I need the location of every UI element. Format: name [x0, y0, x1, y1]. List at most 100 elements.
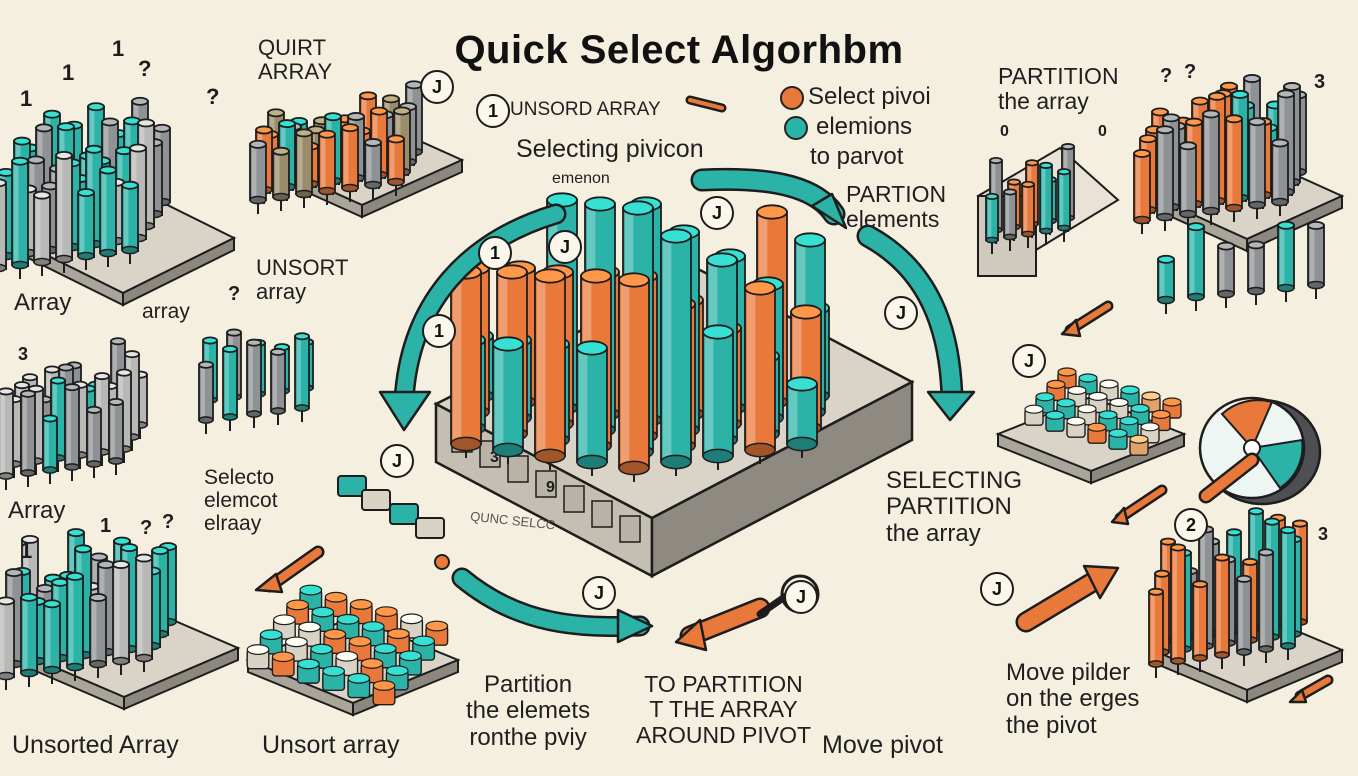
arrow-double-left-head: [254, 572, 284, 594]
cylinders-cage-cylinder-base: [985, 236, 999, 244]
center-cylinder-cap: [534, 268, 566, 284]
cylinders-top-left-cylinder-cap: [137, 118, 155, 128]
digit-question-f: ?: [1160, 65, 1172, 87]
cylinders-top-right-cylinder-base: [1179, 209, 1197, 219]
center-cylinder: [534, 268, 566, 470]
arrow-orange-bottom: [674, 597, 771, 652]
arrow-curve-top-head: [810, 192, 848, 230]
cubes-right-cube-top: [1099, 379, 1119, 389]
cylinders-mid-left-cylinder-base: [20, 469, 36, 477]
label-unsort-array: UNSORT array: [256, 255, 349, 305]
cylinders-quirt-cylinder-shine: [298, 135, 303, 191]
arrow-double-right-lower-shaft: [1117, 487, 1165, 521]
cylinders-bottom-right-cylinder-cap: [1264, 517, 1280, 526]
cylinders-mid-left-cylinder-cap: [58, 363, 74, 372]
cubes-right-cube-top: [1120, 385, 1140, 395]
label-elemions: elemions: [816, 113, 913, 140]
digit-three-a: 3: [18, 344, 28, 364]
cylinders-right-mid-cylinder-base: [1217, 289, 1235, 299]
cylinders-quirt-cylinder-cap: [341, 123, 359, 133]
cylinders-top-left-cylinder-cap: [121, 180, 139, 190]
cylinders-mid-left-cylinder-cap: [64, 383, 80, 392]
cylinders-bottom-right-cylinder-cap: [1154, 569, 1170, 578]
arrow-orange-right: [1015, 564, 1120, 633]
digit-question-d: ?: [140, 517, 152, 539]
cylinders-top-left-cylinder: [121, 180, 139, 264]
label-unsord-array: UNSORD ARRAY: [510, 99, 661, 120]
label-array-left: Array: [14, 289, 72, 316]
cylinders-right-mid-cylinder: [1277, 220, 1295, 302]
label-selecting-partition: SELECTING PARTITION the array: [886, 467, 1023, 547]
cylinders-mid-center-cylinder: [270, 347, 286, 425]
badge-1-unsord: 1: [476, 94, 510, 128]
platform-top-right-side-right: [1246, 194, 1343, 253]
cylinders-top-left-cylinder-body: [0, 181, 7, 269]
center-cylinder-body: [534, 275, 566, 457]
cylinders-bottom-right-cylinder: [1258, 548, 1274, 663]
cubes-bottom-cube-top: [323, 628, 347, 640]
cylinders-mid-left-cylinder-shine: [1, 394, 5, 473]
platform-center-slot: [507, 455, 529, 483]
cubes-right-cube-top: [1119, 416, 1139, 426]
cylinders-top-right-cylinder-cap: [1202, 109, 1220, 119]
cylinders-cage-cylinder: [1039, 161, 1053, 245]
cylinders-bottom-right-cylinder-base: [1280, 642, 1296, 650]
cylinders-bottom-right-cylinder-cap: [1226, 528, 1242, 537]
arrow-curve-right: [856, 224, 976, 422]
cylinders-mid-center-cylinder-shine: [273, 354, 277, 408]
cylinders-bottom-right-cylinder-cap: [1148, 587, 1164, 596]
badge-1-upper-left: 1: [478, 236, 512, 270]
cubes-bottom-cube-top: [298, 621, 322, 633]
cylinders-top-right-cylinder-cap: [1185, 117, 1203, 127]
cylinders-mid-center-cylinder: [294, 332, 310, 422]
cylinders-top-right-cylinder: [1248, 117, 1266, 219]
cylinders-mid-left-cylinder-cap: [50, 376, 66, 385]
cylinders-right-mid-cylinder-shine: [1280, 228, 1285, 285]
cylinders-quirt-cylinder-base: [387, 177, 405, 187]
cylinders-quirt-cylinder-cap: [267, 108, 285, 118]
center-cylinder-shine: [579, 351, 588, 459]
legend-dot-orange: [780, 86, 804, 110]
center-cylinder-cap: [794, 232, 826, 248]
cylinders-right-mid-cylinder-shine: [1190, 229, 1195, 294]
cylinders-bottom-left-cylinder-base: [135, 653, 153, 663]
cylinders-top-right-cylinder-base: [1225, 203, 1243, 213]
pivot-dot-bottom: [434, 554, 450, 570]
cylinders-mid-left-cylinder-cap: [22, 373, 38, 382]
cylinders-right-mid-cylinder-base: [1307, 280, 1325, 290]
cylinders-quirt-cylinder-base: [318, 186, 336, 196]
cylinders-top-left-cylinder-base: [99, 248, 117, 258]
cylinders-top-left-cylinder: [77, 188, 95, 270]
arrow-double-left: [254, 545, 325, 594]
cylinders-top-right-cylinder-cap: [1133, 148, 1151, 158]
center-cylinder-base: [744, 442, 776, 458]
cubes-right-cube-top: [1067, 385, 1087, 395]
cylinders-bottom-left-cylinder: [89, 593, 107, 678]
cylinders-quirt-cylinder-cap: [272, 146, 290, 156]
cylinders-top-left-cylinder: [11, 156, 29, 279]
center-cylinder-body: [744, 287, 776, 451]
center-cylinder-body: [786, 383, 818, 445]
digit-question-b: ?: [206, 84, 219, 109]
cylinders-bottom-right-cylinder-shine: [1195, 587, 1199, 655]
cylinders-top-left-cylinder-cap: [131, 96, 149, 106]
cylinders-cage-cylinder-base: [1003, 233, 1017, 241]
center-cylinder: [702, 324, 734, 470]
center-cylinder-cap: [756, 204, 788, 220]
block-cube: [337, 475, 367, 497]
cylinders-mid-left-cylinder: [108, 397, 124, 475]
cylinders-quirt-cylinder: [295, 128, 313, 208]
digit-zero-a: 0: [1000, 123, 1009, 140]
cylinders-mid-left-cylinder: [0, 387, 14, 490]
cylinders-bottom-right-cylinder-cap: [1242, 557, 1258, 566]
cylinders-top-left-cylinder-cap: [55, 150, 73, 160]
center-cylinder-cap: [492, 336, 524, 352]
cylinders-top-left-cylinder-cap: [43, 109, 61, 119]
cubes-bottom-cube-top: [412, 635, 436, 647]
center-cylinder-base: [702, 448, 734, 464]
label-partition-elements-pivot: Partition the elemets ronthe pviy: [466, 671, 591, 751]
cubes-right-cube-top: [1109, 397, 1129, 407]
digit-one-d: 1: [20, 538, 32, 563]
cylinders-right-mid-cylinder-cap: [1217, 241, 1235, 251]
cubes-bottom-cube-top: [372, 680, 396, 691]
